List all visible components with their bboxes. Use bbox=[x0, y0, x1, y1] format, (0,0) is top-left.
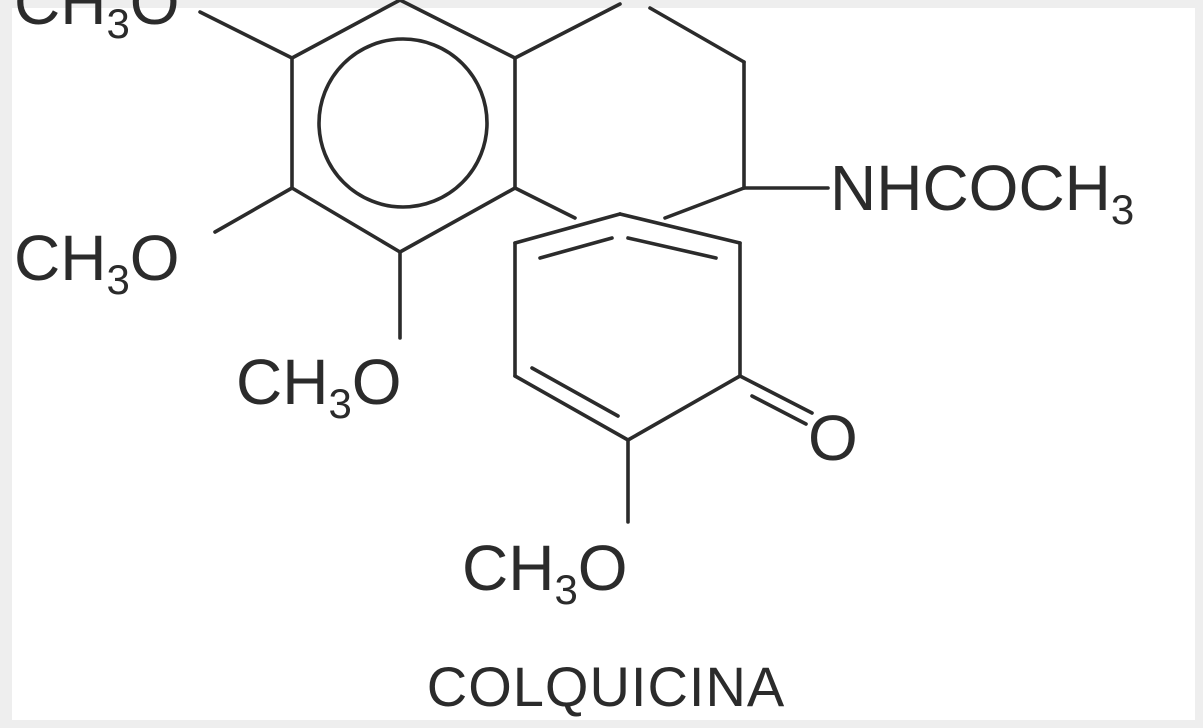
bond-co-1 bbox=[738, 374, 814, 415]
bond-c1 bbox=[513, 212, 622, 245]
label-ketone-oxygen: O bbox=[808, 402, 858, 474]
ring-a-benzene bbox=[290, 0, 517, 254]
bond-c2 bbox=[618, 212, 742, 245]
label-amide: NHCOCH3 bbox=[830, 152, 1134, 233]
ring-b-cycloheptane bbox=[513, 2, 746, 220]
label-methoxy-bottom: CH3O bbox=[462, 532, 628, 613]
bond-b5 bbox=[513, 186, 577, 220]
molecule-name-caption: COLQUICINA bbox=[427, 655, 786, 718]
bond-b1 bbox=[513, 2, 622, 60]
bond-c5 bbox=[513, 374, 630, 442]
bond-methoxy-left bbox=[213, 186, 294, 234]
bond-a1 bbox=[290, 0, 402, 60]
bond-c2-inner bbox=[538, 236, 614, 260]
bond-a4 bbox=[398, 186, 517, 254]
bond-c5-inner bbox=[530, 366, 620, 418]
bond-c4 bbox=[626, 374, 742, 442]
ketone-double-bond bbox=[738, 374, 814, 426]
bond-a5 bbox=[290, 186, 402, 254]
ring-c-tropolone bbox=[513, 212, 742, 442]
image-panel bbox=[12, 8, 1195, 720]
bond-methoxy-top bbox=[198, 10, 294, 60]
label-methoxy-lower: CH3O bbox=[236, 346, 402, 427]
bond-co-2 bbox=[750, 394, 808, 426]
label-methoxy-left: CH3O bbox=[14, 222, 180, 303]
bond-b4 bbox=[663, 186, 746, 220]
bond-c2b-inner bbox=[626, 236, 718, 260]
bond-a2 bbox=[398, 0, 517, 60]
label-methoxy-top: CH3O bbox=[14, 0, 180, 47]
aromatic-circle bbox=[317, 37, 489, 209]
bond-b2 bbox=[648, 6, 746, 64]
